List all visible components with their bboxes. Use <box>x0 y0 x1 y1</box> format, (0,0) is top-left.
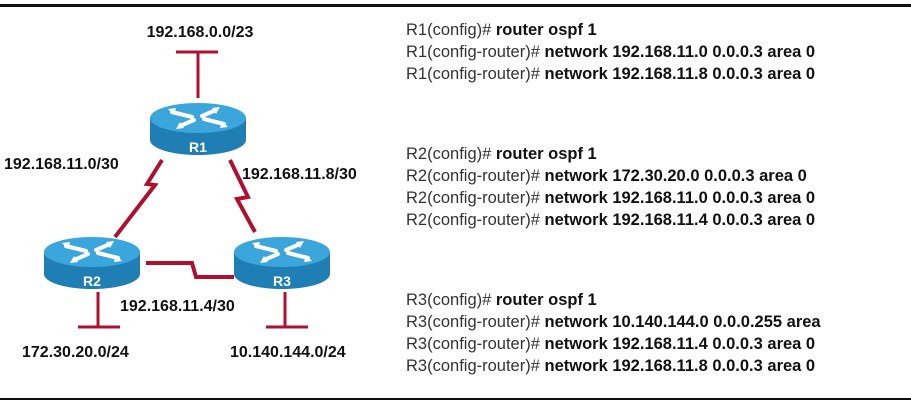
serial-link-r1-r3 <box>228 159 257 233</box>
config-line: R1(config-router)# network 192.168.11.8 … <box>406 65 816 83</box>
config-line: R1(config-router)# network 192.168.11.0 … <box>406 43 816 61</box>
serial-link-r1-r2 <box>113 158 164 239</box>
top-border <box>0 4 911 7</box>
config-line: R2(config)# router ospf 1 <box>406 145 597 163</box>
router-label: R1 <box>189 139 207 155</box>
link-label-r1-r2: 192.168.11.0/30 <box>4 156 119 173</box>
lan-label-r3: 10.140.144.0/24 <box>230 344 346 361</box>
config-line: R3(config-router)# network 10.140.144.0 … <box>406 313 821 331</box>
network-topology-diagram: R1 R2 R3 192.168.0.0/23 192.168.11.0/30 … <box>4 24 357 361</box>
config-line: R2(config-router)# network 172.30.20.0 0… <box>406 167 807 185</box>
router-r3[interactable]: R3 <box>232 235 332 291</box>
config-line: R1(config)# router ospf 1 <box>406 21 597 39</box>
config-line: R2(config-router)# network 192.168.11.4 … <box>406 211 816 229</box>
lan-stub-r2 <box>78 292 120 329</box>
config-line: R2(config-router)# network 192.168.11.0 … <box>406 189 816 207</box>
serial-link-r2-r3 <box>146 261 234 279</box>
config-block-r1: R1(config)# router ospf 1 R1(config-rout… <box>406 19 815 85</box>
router-label: R3 <box>273 273 291 289</box>
link-label-r2-r3: 192.168.11.4/30 <box>120 298 235 315</box>
config-line: R3(config)# router ospf 1 <box>406 291 597 309</box>
lan-stub-r3 <box>266 292 308 329</box>
router-r1[interactable]: R1 <box>148 101 248 157</box>
config-block-r3: R3(config)# router ospf 1 R3(config-rout… <box>406 289 821 377</box>
config-block-r2: R2(config)# router ospf 1 R2(config-rout… <box>406 143 815 231</box>
lan-stub-r1 <box>176 50 218 98</box>
config-line: R3(config-router)# network 192.168.11.4 … <box>406 335 816 353</box>
bottom-border <box>0 398 911 400</box>
link-label-r1-r3: 192.168.11.8/30 <box>242 166 357 183</box>
router-r2[interactable]: R2 <box>42 235 142 291</box>
config-line: R3(config-router)# network 192.168.11.8 … <box>406 357 816 375</box>
lan-label-r2: 172.30.20.0/24 <box>22 344 129 361</box>
router-label: R2 <box>83 273 101 289</box>
lan-label-r1: 192.168.0.0/23 <box>147 24 254 41</box>
